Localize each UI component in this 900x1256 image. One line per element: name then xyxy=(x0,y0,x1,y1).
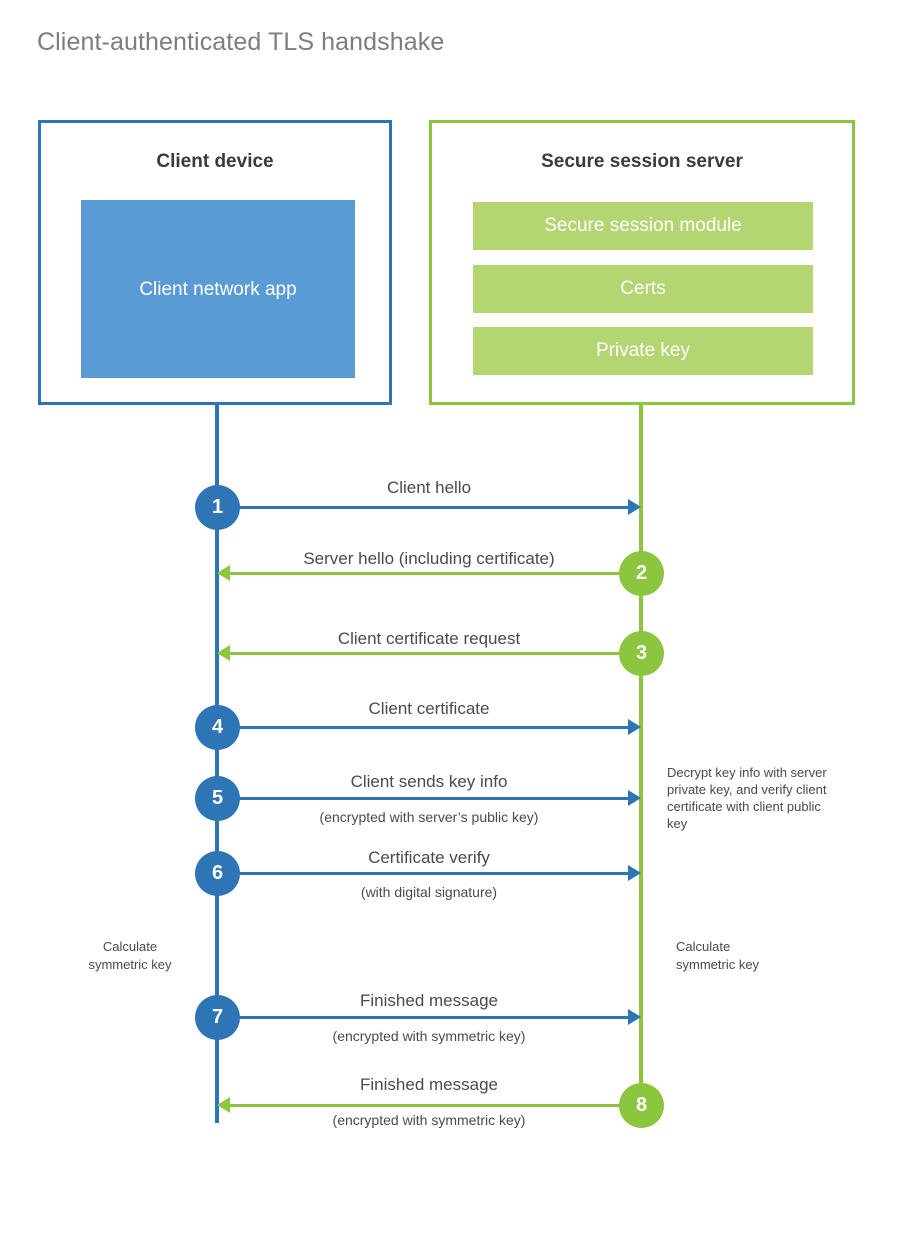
step-5-label: Client sends key info xyxy=(350,772,508,791)
server-bar-certs: Certs xyxy=(473,265,813,313)
step-6-arrow-head-icon xyxy=(628,865,641,881)
step-6-circle: 6 xyxy=(195,851,240,896)
step-7-circle: 7 xyxy=(195,995,240,1040)
server-bar-private-key: Private key xyxy=(473,327,813,375)
step-5-arrow-head-icon xyxy=(628,790,641,806)
client-calculate-symmetric-key-note: Calculate symmetric key xyxy=(88,939,172,972)
step-3-circle: 3 xyxy=(619,631,664,676)
step-4-label: Client certificate xyxy=(368,699,490,718)
step-5-circle: 5 xyxy=(195,776,240,821)
step-4-arrow-head-icon xyxy=(628,719,641,735)
step-5-arrow-line xyxy=(217,797,629,800)
server-decrypt-annotation: Decrypt key info with server private key… xyxy=(667,765,827,831)
step-8-label: Finished message xyxy=(360,1075,498,1094)
step-7-sublabel: (encrypted with symmetric key) xyxy=(332,1028,526,1044)
step-1-label: Client hello xyxy=(386,478,472,497)
step-2-circle: 2 xyxy=(619,551,664,596)
step-7-arrow-line xyxy=(217,1016,629,1019)
server-bar-secure-session-module: Secure session module xyxy=(473,202,813,250)
step-6-sublabel: (with digital signature) xyxy=(360,884,498,900)
client-network-app-box: Client network app xyxy=(81,200,355,378)
client-device-box: Client device Client network app xyxy=(38,120,392,405)
step-6-label: Certificate verify xyxy=(368,848,490,867)
client-lifeline xyxy=(215,403,219,1123)
step-7-label: Finished message xyxy=(360,991,498,1010)
step-1-arrow-line xyxy=(217,506,629,509)
step-3-arrow-head-icon xyxy=(217,645,230,661)
secure-session-server-box: Secure session server Secure session mod… xyxy=(429,120,855,405)
step-8-arrow-head-icon xyxy=(217,1097,230,1113)
page-title: Client-authenticated TLS handshake xyxy=(37,28,445,56)
step-3-label: Client certificate request xyxy=(337,629,521,648)
step-2-arrow-head-icon xyxy=(217,565,230,581)
step-4-circle: 4 xyxy=(195,705,240,750)
step-2-arrow-line xyxy=(229,572,641,575)
secure-session-server-title: Secure session server xyxy=(541,151,743,172)
server-lifeline xyxy=(639,403,643,1105)
step-2-label: Server hello (including certificate) xyxy=(303,549,555,568)
step-6-arrow-line xyxy=(217,872,629,875)
step-7-arrow-head-icon xyxy=(628,1009,641,1025)
step-5-sublabel: (encrypted with server’s public key) xyxy=(319,809,539,825)
step-8-sublabel: (encrypted with symmetric key) xyxy=(332,1112,526,1128)
step-4-arrow-line xyxy=(217,726,629,729)
step-1-arrow-head-icon xyxy=(628,499,641,515)
step-3-arrow-line xyxy=(229,652,641,655)
step-8-circle: 8 xyxy=(619,1083,664,1128)
step-1-circle: 1 xyxy=(195,485,240,530)
client-device-title: Client device xyxy=(156,151,274,172)
server-calculate-symmetric-key-note: Calculate symmetric key xyxy=(676,939,760,972)
step-8-arrow-line xyxy=(229,1104,641,1107)
